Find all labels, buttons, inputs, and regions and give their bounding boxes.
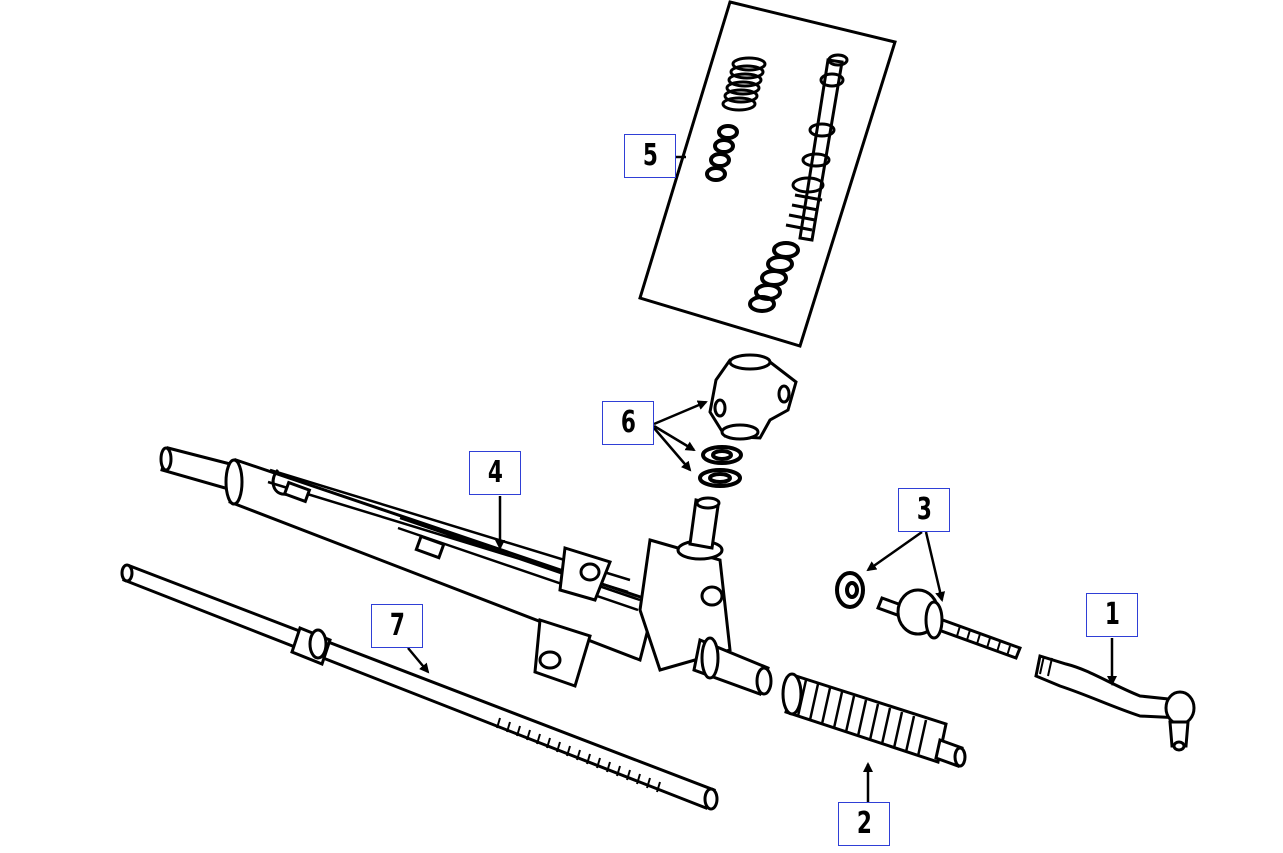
tie-rod-lock-nut xyxy=(835,571,865,609)
callout-2-label: 2 xyxy=(856,806,872,841)
callout-1-label: 1 xyxy=(1104,597,1120,632)
outer-tie-rod-end xyxy=(1034,654,1196,752)
rack-boot xyxy=(781,672,967,768)
leader-7 xyxy=(407,647,430,674)
inner-tie-rod xyxy=(876,588,1022,660)
callout-4[interactable]: 4 xyxy=(469,451,521,495)
housing-seal-upper xyxy=(701,445,743,465)
callout-6[interactable]: 6 xyxy=(602,401,654,445)
callout-5-label: 5 xyxy=(642,138,658,173)
rack-shaft xyxy=(120,563,719,811)
callout-4-label: 4 xyxy=(487,455,503,490)
leader-6b xyxy=(653,424,696,452)
callout-7-label: 7 xyxy=(389,608,405,643)
callout-2[interactable]: 2 xyxy=(838,802,890,846)
callout-3[interactable]: 3 xyxy=(898,488,950,532)
valve-seal-rings-lower xyxy=(748,241,800,313)
valve-input-shaft xyxy=(785,53,849,242)
leader-6c xyxy=(653,427,692,472)
callout-5[interactable]: 5 xyxy=(624,134,676,178)
callout-1[interactable]: 1 xyxy=(1086,593,1138,637)
valve-spring xyxy=(721,56,767,112)
callout-7[interactable]: 7 xyxy=(371,604,423,648)
valve-inset-box xyxy=(638,0,897,348)
rack-housing xyxy=(159,446,773,696)
leader-3a xyxy=(866,530,923,572)
housing-seal-lower xyxy=(698,468,742,488)
valve-housing xyxy=(708,353,798,441)
callout-6-label: 6 xyxy=(620,405,636,440)
leader-3b xyxy=(924,531,946,602)
leader-6a xyxy=(653,400,708,426)
callout-3-label: 3 xyxy=(916,492,932,527)
leader-lines xyxy=(407,155,1117,802)
valve-seal-rings-upper xyxy=(705,124,739,182)
